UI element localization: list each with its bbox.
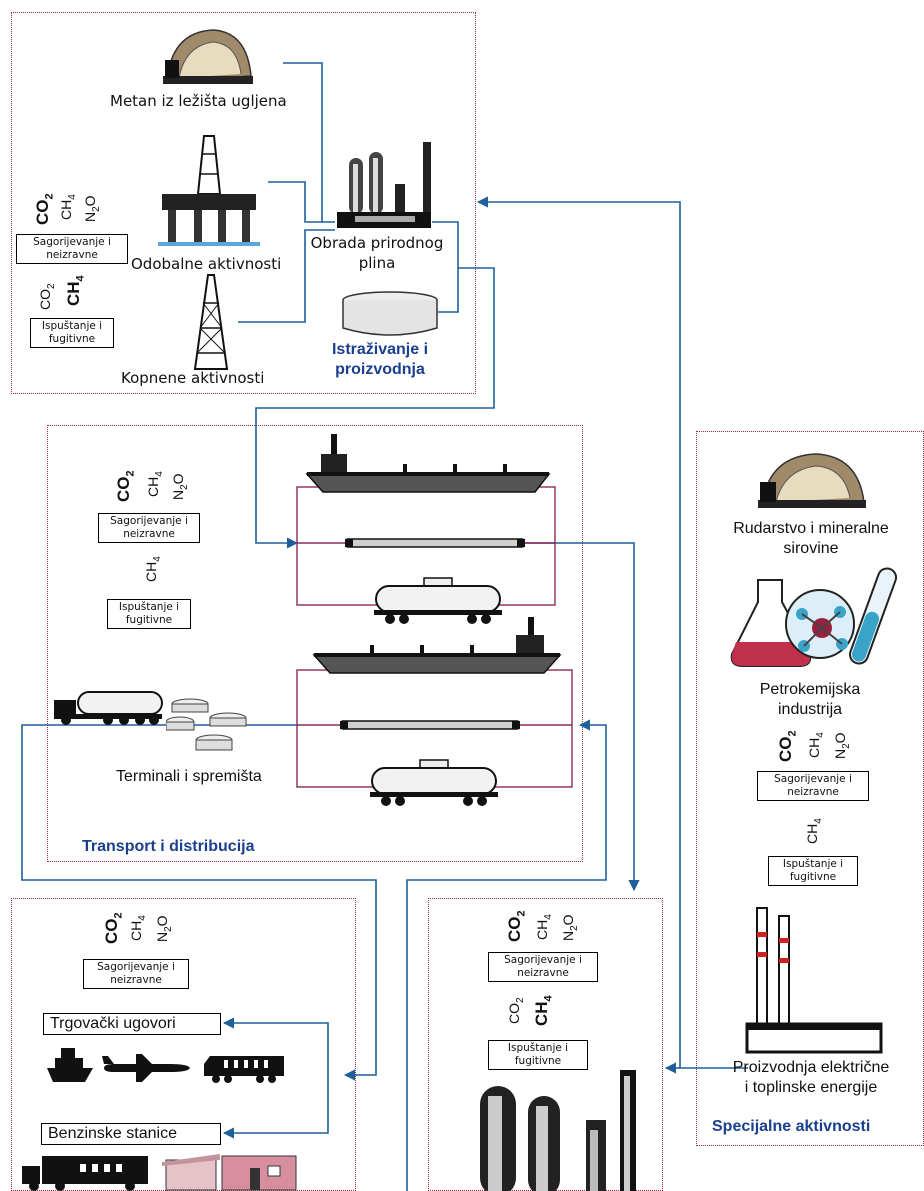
line-exploration-transport (255, 267, 495, 549)
airplane-icon (102, 1054, 190, 1082)
gas-ch4: CH4 (145, 471, 165, 497)
line-terminal-distribution (21, 724, 377, 1081)
line-coalbed (283, 62, 323, 222)
gas-ch4: CH4 (128, 915, 148, 941)
gas-ch4: CH4 (143, 556, 163, 582)
transport-box (47, 425, 583, 862)
tanker-ship-icon (305, 434, 551, 493)
gas-ch4-bold: CH4 (64, 275, 87, 306)
line-refinery-transport (406, 719, 607, 1191)
gas-ch4: CH4 (804, 818, 824, 844)
gas-processing-icon (337, 142, 431, 228)
tanker-truck-icon (54, 691, 163, 725)
line-transport-refinery (520, 542, 640, 892)
trade-contracts-box: Trgovački ugovori (43, 1013, 221, 1035)
mining-helmet-icon (758, 453, 866, 508)
fugitive-label: Ispuštanje i fugitivne (107, 599, 191, 629)
gas-n2o: N2O (170, 473, 190, 500)
coal-mine-icon (163, 29, 253, 84)
refinery-icon (480, 1070, 636, 1191)
gas-co2: CO2 (506, 997, 526, 1024)
pipeline-icon (340, 720, 520, 730)
line-processing-storage (432, 221, 459, 313)
combustion-label: Sagorijevanje i neizravne (16, 234, 128, 264)
terminals-label: Terminali i spremišta (116, 768, 262, 785)
power-plant-icon (745, 907, 883, 1054)
truck-icon (22, 1156, 148, 1191)
gas-ch4: CH4 (806, 732, 826, 758)
transport-title: Transport i distribucija (82, 838, 255, 855)
special-title: Specijalne aktivnosti (712, 1118, 871, 1135)
rail-tank-car-icon (370, 759, 498, 806)
fuel-stations-box: Benzinske stanice (41, 1123, 221, 1145)
ship-icon (47, 1048, 93, 1082)
petrochemical-flask-icon (730, 567, 898, 667)
gas-n2o: N2O (154, 915, 174, 942)
gas-n2o: N2O (832, 732, 852, 759)
power-label: Proizvodnja električne i toplinske energ… (732, 1059, 890, 1096)
line-special-exploration (476, 196, 748, 1069)
pipeline-icon (345, 538, 525, 548)
tanker-ship-icon (312, 617, 562, 674)
line-onshore (238, 229, 335, 323)
combustion-label: Sagorijevanje i neizravne (757, 771, 869, 801)
gas-co2: CO2 (37, 283, 57, 310)
gas-n2o: N2O (82, 195, 102, 222)
fugitive-label: Ispuštanje i fugitivne (768, 856, 858, 886)
onshore-label: Kopnene aktivnosti (121, 369, 265, 387)
combustion-label: Sagorijevanje i neizravne (98, 513, 200, 543)
fugitive-label: Ispuštanje i fugitivne (30, 318, 114, 348)
onshore-derrick-icon (193, 274, 229, 370)
gas-co2-bold: CO2 (102, 912, 125, 944)
petrochem-label: Petrokemijska industrija (759, 681, 861, 718)
combustion-label: Sagorijevanje i neizravne (83, 959, 189, 989)
offshore-platform-icon (158, 135, 260, 246)
gas-co2-bold: CO2 (114, 470, 137, 502)
mining-label: Rudarstvo i mineralne sirovine (733, 520, 889, 557)
gas-co2-bold: CO2 (33, 193, 56, 225)
fugitive-label: Ispuštanje i fugitivne (488, 1040, 588, 1070)
gas-co2-bold: CO2 (505, 910, 528, 942)
gas-station-icon (162, 1154, 297, 1191)
gas-ch4-bold: CH4 (532, 995, 555, 1026)
storage-tank-icon (342, 291, 438, 336)
coal-methane-label: Metan iz ležišta ugljena (110, 92, 287, 110)
offshore-label: Odobalne aktivnosti (131, 255, 282, 273)
exploration-title: Istraživanje i proizvodnja (331, 341, 429, 378)
storage-discs-icon (166, 698, 247, 751)
gas-ch4: CH4 (534, 914, 554, 940)
rail-tank-car-icon (374, 577, 502, 624)
combustion-label: Sagorijevanje i neizravne (488, 952, 598, 982)
line-offshore (268, 181, 335, 223)
exploration-box (11, 12, 476, 394)
gas-ch4: CH4 (58, 194, 78, 220)
gas-co2-bold: CO2 (776, 730, 799, 762)
train-icon (204, 1056, 284, 1083)
gas-n2o: N2O (560, 914, 580, 941)
gas-processing-label: Obrada prirodnog plina (310, 234, 444, 272)
